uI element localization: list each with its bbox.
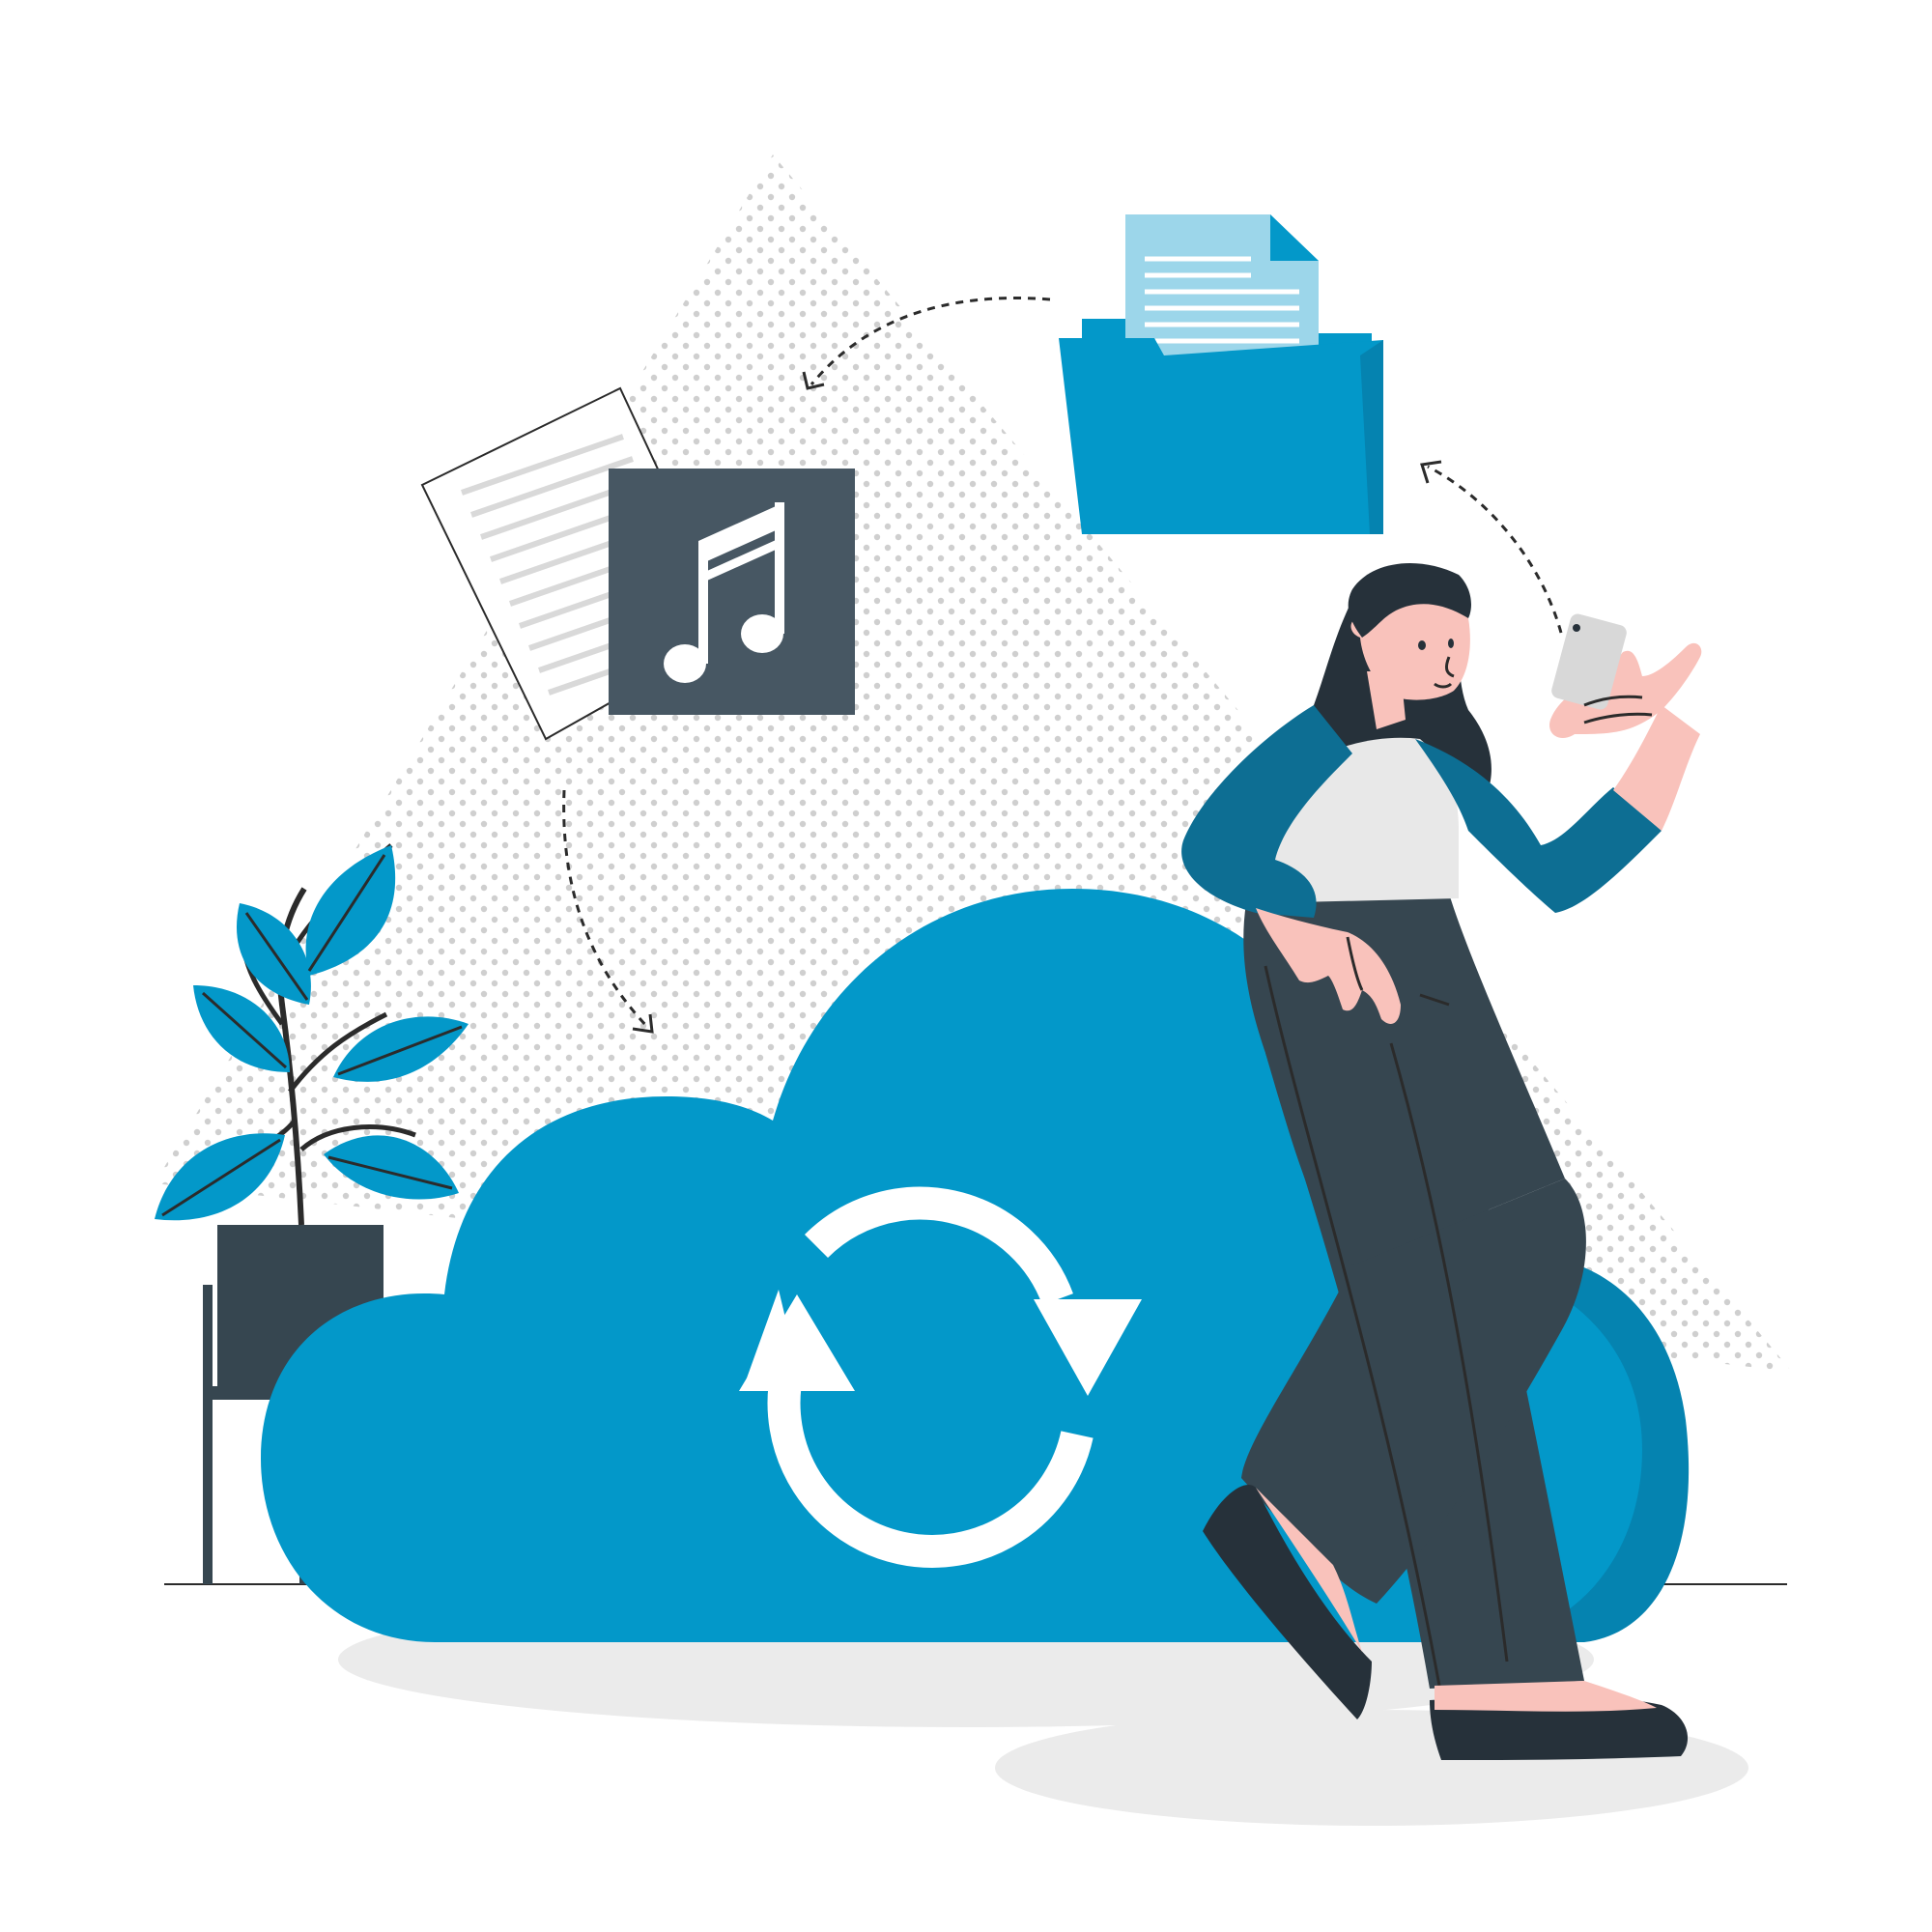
music-file-tile (609, 469, 855, 715)
sync-icon (739, 1186, 1142, 1568)
shoe-front (1430, 1695, 1689, 1760)
dashed-arrow-phone-to-folder (1420, 460, 1563, 634)
dashed-arrow-folder-to-music (802, 296, 1051, 390)
pants-near-leg (1241, 1179, 1586, 1604)
pants-main (1243, 894, 1565, 1265)
arm-leaning (1256, 908, 1401, 1024)
arm-raised (1613, 705, 1700, 831)
hand-raised (1549, 642, 1702, 739)
folder-icon (1059, 214, 1383, 534)
phone-icon (1551, 613, 1627, 710)
shoe-back (1203, 1485, 1372, 1719)
woman-figure (1181, 563, 1702, 1760)
folder-document (1125, 214, 1319, 357)
plant-icon (155, 843, 469, 1226)
sleeve-right (1415, 739, 1662, 913)
sleeve-left (1181, 705, 1352, 918)
foot-front-skin (1435, 1681, 1657, 1712)
dashed-arrow-music-to-cloud (562, 789, 654, 1034)
music-note-icon (664, 502, 784, 683)
